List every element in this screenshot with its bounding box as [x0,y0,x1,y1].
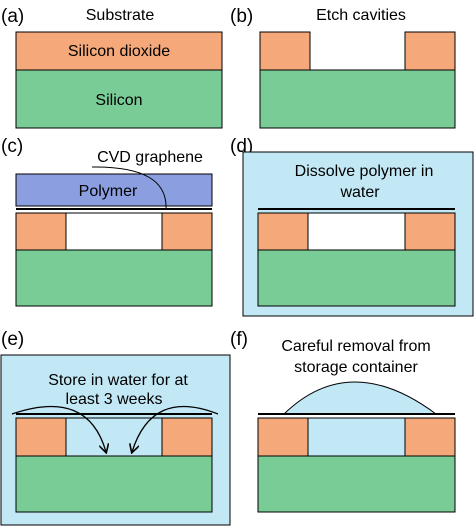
water-droplet [282,381,438,415]
silicon-layer [257,249,456,307]
panel-f-caption-line2: storage container [294,359,418,376]
silicon-layer [15,249,213,307]
panel-f: (f) Careful removal from storage contain… [230,329,456,513]
cavity-water-filled [307,417,406,457]
panel-c-tag: (c) [1,136,23,157]
cvd-graphene-label: CVD graphene [97,149,203,166]
panel-d-caption-line2: water [339,184,380,201]
panel-b-caption: Etch cavities [316,7,406,24]
panel-e-tag: (e) [1,329,24,350]
silicon-layer [259,69,456,129]
cavity [65,212,163,251]
oxide-block-left [257,417,309,457]
oxide-block-right [161,212,213,251]
oxide-block-left [15,417,67,457]
water-flow-arrow-right [132,405,219,452]
silicon-layer [15,455,213,513]
cavity [307,212,406,251]
oxide-block-right [404,417,456,457]
panel-a-caption: Substrate [86,7,155,24]
panel-b: (b) Etch cavities [230,6,456,129]
panel-e-caption-line1: Store in water for at [48,372,188,389]
silicon-dioxide-layer [15,31,223,71]
panel-d-caption-line1: Dissolve polymer in [295,163,434,180]
silicon-layer [15,69,223,129]
panel-f-caption-line1: Careful removal from [281,338,430,355]
oxide-block-left [259,31,311,71]
oxide-block-left [15,212,67,251]
panel-a-tag: (a) [1,6,24,27]
panel-a: (a) Substrate Silicon dioxide Silicon [1,6,223,129]
panel-e-caption-line2: least 3 weeks [66,391,163,408]
panel-e: (e) Store in water for at least 3 weeks [0,329,231,526]
silicon-label: Silicon [95,92,142,109]
polymer-layer [15,173,213,207]
oxide-block-left [257,212,309,251]
silicon-layer [257,455,456,513]
water-flow-arrow-left [11,405,106,452]
panel-f-tag: (f) [230,329,248,350]
panel-b-tag: (b) [230,6,253,27]
silicon-dioxide-label: Silicon dioxide [68,43,170,60]
oxide-block-right [404,212,456,251]
cavity-water-filled [65,417,163,457]
panel-c: (c) CVD graphene Polymer [1,136,213,307]
polymer-label: Polymer [79,183,138,200]
oxide-block-right [161,417,213,457]
oxide-block-right [404,31,456,71]
panel-d: (d) Dissolve polymer in water [230,136,474,317]
graphene-pointer-line [91,166,167,210]
